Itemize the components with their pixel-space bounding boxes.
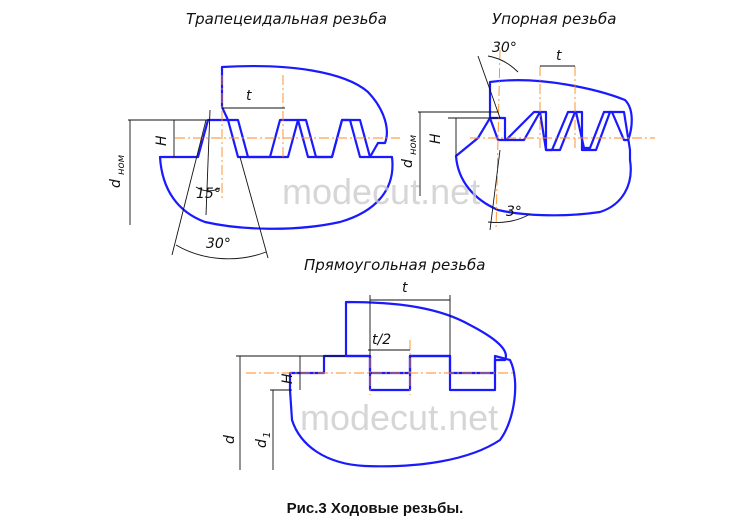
buttress-thread (418, 49, 655, 231)
rectangular-nut (344, 300, 508, 392)
rect-diameter-label: d (222, 435, 238, 444)
trapezoidal-nut (220, 64, 388, 159)
rect-pitch-label: t (402, 280, 408, 296)
trap-angle-15: 15° (196, 186, 221, 202)
rectangular-thread (236, 295, 517, 470)
watermark-bottom: modecut.net (300, 397, 498, 438)
butt-height-label: H (428, 133, 444, 144)
rectangular-title: Прямоугольная резьба (304, 256, 485, 274)
butt-angle-3: 3° (506, 204, 522, 220)
buttress-nut (488, 79, 633, 152)
figure-caption: Рис.3 Ходовые резьбы. (286, 500, 464, 517)
trap-angle-30: 30° (206, 236, 231, 252)
butt-diameter-label: d (400, 159, 416, 168)
trap-height-label: H (154, 135, 170, 146)
butt-diameter-sub: ном (408, 134, 419, 155)
buttress-title: Упорная резьба (492, 10, 616, 28)
trap-diameter-label: d (108, 179, 124, 188)
trap-pitch-label: t (246, 88, 252, 104)
rect-inner-diameter-sub: 1 (262, 432, 273, 438)
trap-diameter-sub: ном (116, 154, 127, 175)
trapezoidal-thread (128, 64, 400, 260)
butt-angle-30: 30° (492, 40, 517, 56)
buttress-screw (454, 110, 632, 217)
rect-half-pitch-label: t/2 (372, 332, 391, 348)
butt-pitch-label: t (556, 48, 562, 64)
watermark-top: modecut.net (282, 171, 480, 212)
rect-inner-diameter-label: d (254, 439, 270, 448)
trapezoidal-title: Трапецеидальная резьба (186, 10, 387, 28)
rect-height-label: H (280, 373, 296, 384)
